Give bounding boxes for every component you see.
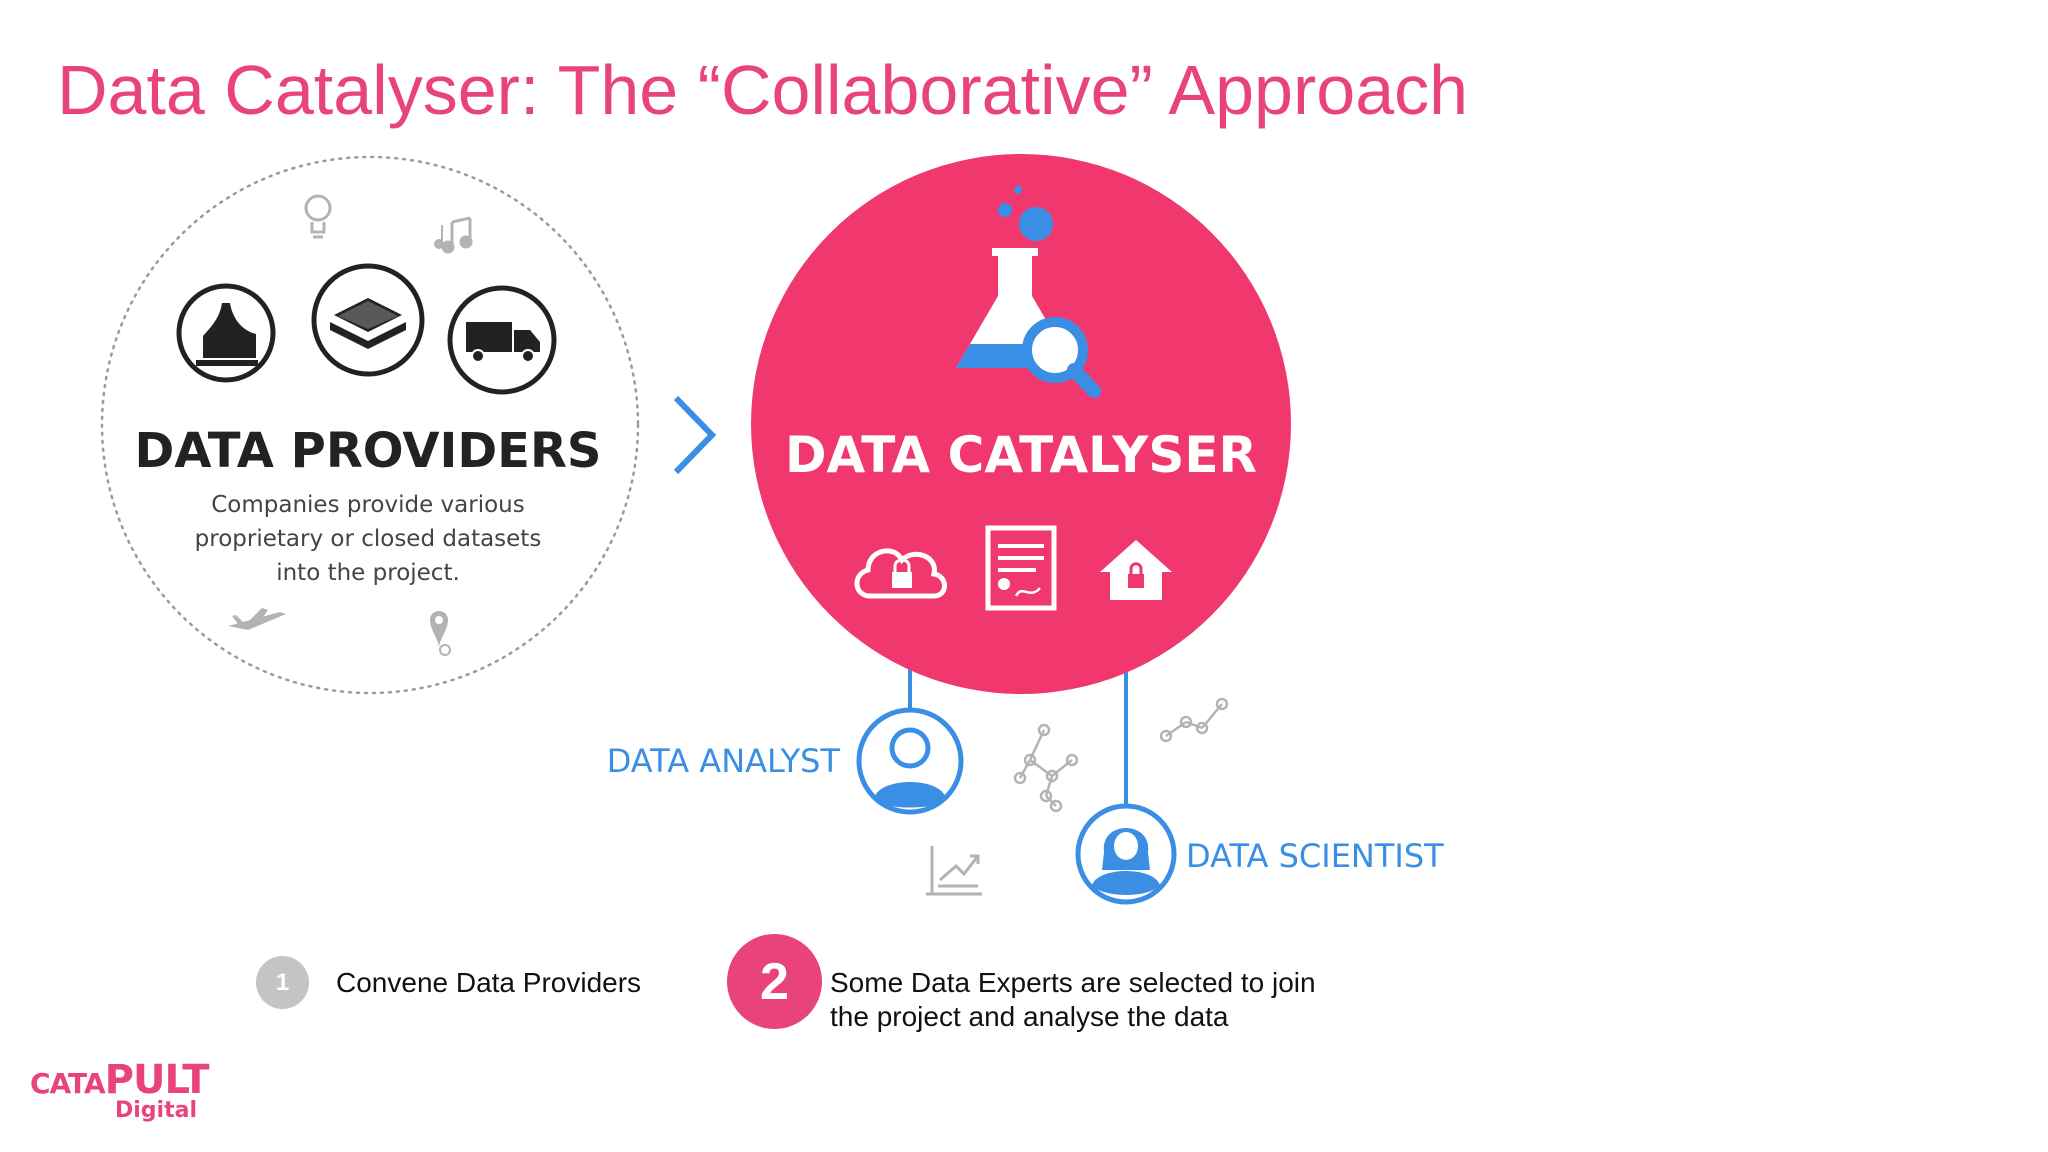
location-pin-icon — [430, 611, 451, 656]
data-analyst-avatar — [856, 707, 964, 815]
sandwich-icon — [311, 263, 425, 377]
flask-magnifier-icon — [956, 248, 1101, 398]
providers-description-line-3: into the project. — [276, 560, 460, 586]
data-catalyser-group: DATA CATALYSER — [751, 154, 1291, 694]
scatter-trend-icon — [1159, 697, 1229, 743]
logo-subtext: Digital — [115, 1098, 197, 1123]
logo-wordmark: CATAPULT — [30, 1057, 210, 1110]
providers-description-line-2: proprietary or closed datasets — [195, 526, 542, 552]
catalyser-heading: DATA CATALYSER — [785, 426, 1257, 484]
cloud-lock-icon — [854, 548, 947, 599]
page-title: Data Catalyser: The “Collaborative” Appr… — [57, 51, 1469, 129]
truck-icon — [447, 285, 557, 395]
logo-text-big: PULT — [104, 1057, 210, 1103]
providers-heading: DATA PROVIDERS — [135, 423, 602, 479]
line-chart-icon — [926, 846, 982, 896]
chevron-right-icon — [673, 395, 717, 475]
airplane-icon — [228, 608, 286, 630]
step-2-label-line-1: Some Data Experts are selected to join — [830, 967, 1316, 998]
step-1-badge: 1 — [256, 956, 309, 1009]
shoe-icon — [176, 283, 276, 383]
data-scientist-avatar — [1075, 803, 1177, 905]
data-providers-group: DATA PROVIDERS Companies provide various… — [100, 155, 640, 695]
step-2-badge: 2 — [727, 934, 822, 1029]
providers-dotted-circle — [100, 155, 640, 695]
lightbulb-icon — [304, 194, 332, 239]
network-nodes-icon — [1013, 723, 1079, 813]
data-scientist-label: DATA SCIENTIST — [1186, 837, 1444, 875]
house-lock-icon — [1100, 540, 1172, 600]
catalyser-circle — [751, 154, 1291, 694]
music-notes-icon — [434, 216, 473, 254]
data-analyst-label: DATA ANALYST — [607, 742, 841, 780]
document-icon — [985, 525, 1057, 611]
step-2-label-line-2: the project and analyse the data — [830, 1001, 1229, 1032]
providers-description-line-1: Companies provide various — [211, 492, 525, 518]
catapult-digital-logo: CATAPULT Digital — [30, 1058, 210, 1128]
logo-text-small: CATA — [30, 1067, 106, 1100]
step-1-label: Convene Data Providers — [336, 967, 642, 998]
bubbles-icon — [998, 186, 1053, 241]
